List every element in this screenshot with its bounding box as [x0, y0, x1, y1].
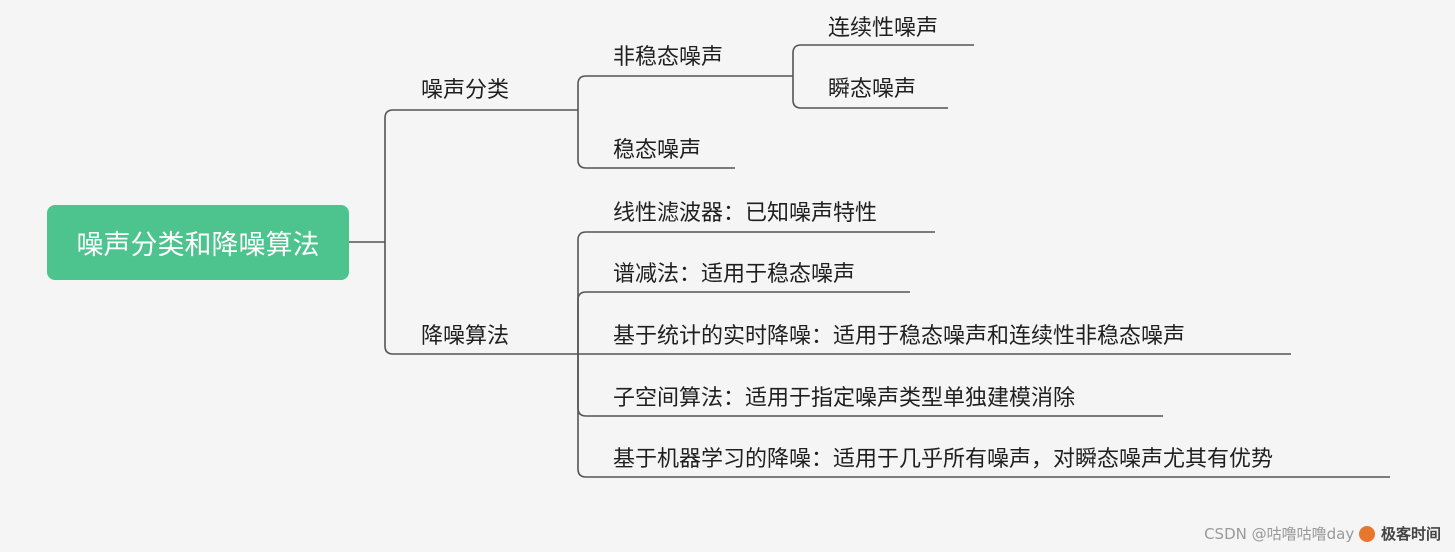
connector-ml: [577, 354, 1390, 478]
connector-non-stationary: [577, 75, 760, 110]
node-statistical-denoising[interactable]: 基于统计的实时降噪：适用于稳态噪声和连续性非稳态噪声: [613, 324, 1186, 349]
node-subspace-algorithm[interactable]: 子空间算法：适用于指定噪声类型单独建模消除: [613, 386, 1076, 411]
connector-root-denoising: [384, 242, 540, 355]
node-linear-filter[interactable]: 线性滤波器：已知噪声特性: [613, 201, 878, 226]
connector-transient: [792, 76, 948, 109]
watermark: CSDN @咕噜咕噜day 极客时间: [1204, 523, 1441, 544]
brand-logo-icon: [1358, 526, 1375, 542]
node-denoising-algorithms[interactable]: 降噪算法: [421, 324, 510, 349]
watermark-text: CSDN @咕噜咕噜day: [1204, 525, 1355, 543]
watermark-brand: 极客时间: [1380, 525, 1441, 543]
connector-stationary: [577, 110, 735, 169]
node-noise-classification[interactable]: 噪声分类: [421, 78, 510, 103]
node-ml-denoising[interactable]: 基于机器学习的降噪：适用于几乎所有噪声，对瞬态噪声尤其有优势: [613, 447, 1274, 472]
node-transient-noise[interactable]: 瞬态噪声: [828, 77, 917, 102]
root-node[interactable]: 噪声分类和降噪算法: [47, 205, 349, 280]
node-continuous-noise[interactable]: 连续性噪声: [828, 16, 939, 41]
node-spectral-subtraction[interactable]: 谱减法：适用于稳态噪声: [613, 262, 856, 287]
root-label: 噪声分类和降噪算法: [76, 230, 320, 261]
connector-continuous: [792, 44, 974, 76]
connector-spectral: [577, 291, 910, 354]
connector-root-classification: [384, 109, 540, 242]
node-non-stationary-noise[interactable]: 非稳态噪声: [613, 45, 724, 70]
connector-linear-filter: [577, 231, 935, 354]
node-stationary-noise[interactable]: 稳态噪声: [613, 138, 702, 163]
